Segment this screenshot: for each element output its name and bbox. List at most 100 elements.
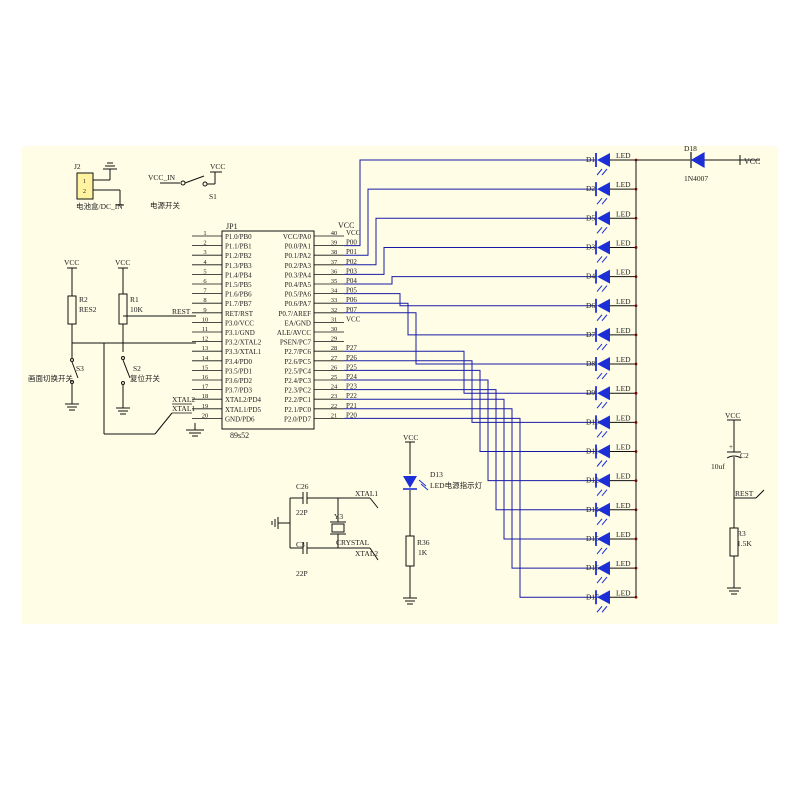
led-label: LED xyxy=(616,384,631,393)
led-label: LED xyxy=(616,559,631,568)
crystal-xtal1: XTAL1 xyxy=(355,489,378,498)
led-net-wire xyxy=(344,217,596,266)
resistor-r2-icon xyxy=(67,295,77,325)
mcu-left-pin-number: 20 xyxy=(202,412,209,419)
led-label: LED xyxy=(616,472,631,481)
led-icon xyxy=(597,327,610,342)
led-emission-arrow xyxy=(601,605,608,613)
led-label: LED xyxy=(616,268,631,277)
led-emission-arrow xyxy=(596,489,603,496)
led-net-wire xyxy=(344,360,596,423)
led-net-wire xyxy=(344,302,596,336)
led-net-wire xyxy=(344,398,596,540)
resistor-r36-icon xyxy=(405,535,415,567)
led-icon xyxy=(597,357,610,372)
led-d13-icon xyxy=(403,476,429,491)
mcu-right-pin-name: P0.0/PA1 xyxy=(285,243,312,251)
diode-d18-vcc: VCC xyxy=(744,157,760,166)
indicator-vcc: VCC xyxy=(403,433,418,442)
led-ref: D6 xyxy=(586,301,595,310)
led-ref: D14 xyxy=(586,505,599,514)
mcu-right-pin-name: PSEN/PC7 xyxy=(280,339,312,347)
mcu-right-pin-name: P2.2/PC1 xyxy=(284,396,311,404)
led-emission-arrow xyxy=(596,226,603,234)
mcu-left-pin-name: XTAL1/PD5 xyxy=(225,406,261,414)
led-ref: D17 xyxy=(586,592,599,601)
s2-ref: S2 xyxy=(133,364,141,373)
mcu-left-pin-number: 19 xyxy=(202,403,209,410)
net-xtal1-label: XTAL1 xyxy=(172,404,195,413)
mcu-net-label: P21 xyxy=(346,402,357,410)
mcu-left-pin-name: P3.3/XTAL1 xyxy=(225,348,262,356)
mcu-right-pin-number: 37 xyxy=(331,259,338,266)
led-emission-arrow xyxy=(596,547,603,555)
led-ref: D2 xyxy=(586,184,595,193)
switch-in-label: VCC_IN xyxy=(148,173,176,182)
mcu-net-label: P01 xyxy=(346,248,357,256)
led-net-wire xyxy=(344,276,596,285)
mcu-left-pin-number: 8 xyxy=(203,297,206,304)
c2-plus: + xyxy=(729,443,733,451)
mcu-net-label: P27 xyxy=(346,344,357,352)
led-label: LED xyxy=(616,530,631,539)
mcu-left-pin-number: 14 xyxy=(202,355,209,362)
mcu-right-pin-number: 22 xyxy=(331,403,338,410)
led-emission-arrow xyxy=(601,489,608,496)
mcu-right-pin-number: 28 xyxy=(331,345,338,352)
mcu-right-pin-number: 32 xyxy=(331,307,338,314)
left-circuit-wires xyxy=(65,267,196,435)
led-net-wire xyxy=(344,417,596,598)
mcu-right-pin-name: P0.7/AREF xyxy=(279,310,312,318)
mcu-right-pin-name: P0.1/PA2 xyxy=(285,252,312,260)
r1-value: 10K xyxy=(130,305,144,314)
led-icon xyxy=(597,269,610,284)
mcu-right-pin-number: 26 xyxy=(331,364,338,371)
mcu-left-pin-name: P1.0/PB0 xyxy=(225,233,252,241)
mcu-right-pin-number: 27 xyxy=(331,355,338,362)
mcu-net-label: P05 xyxy=(346,287,357,295)
mcu-ground-icon xyxy=(186,423,204,437)
mcu-net-label: VCC xyxy=(346,229,361,237)
led-ref: D10 xyxy=(586,417,599,426)
led-icon xyxy=(597,415,610,430)
led-ref: D15 xyxy=(586,534,599,543)
mcu-left-pin-name: P3.7/PD3 xyxy=(225,387,253,395)
led-emission-arrow xyxy=(601,547,608,555)
led-emission-arrow xyxy=(601,401,608,409)
led-icon xyxy=(597,298,610,313)
r2-ref: R2 xyxy=(79,295,88,304)
led-emission-arrow xyxy=(601,343,608,351)
mcu-left-pin-number: 4 xyxy=(203,259,207,266)
indicator-led-ref: D13 xyxy=(430,470,443,479)
power-jack-icon xyxy=(76,162,124,206)
led-icon xyxy=(597,502,610,517)
mcu-left-pin-number: 13 xyxy=(202,345,209,352)
led-emission-arrow xyxy=(596,576,603,584)
mcu-left-pin-name: P1.7/PB7 xyxy=(225,300,252,308)
reset-cap-value: 10uf xyxy=(711,462,725,471)
c26-value: 22P xyxy=(296,508,308,517)
crystal-xtal2: XTAL2 xyxy=(355,549,378,558)
mcu-right-pin-name: P2.1/PC0 xyxy=(284,406,311,414)
led-emission-arrow xyxy=(596,314,603,322)
jack-label: 电池盒/DC_IN xyxy=(76,201,123,211)
reset-cap-ref: C2 xyxy=(740,451,749,460)
y3-value: CRYSTAL xyxy=(336,538,370,547)
led-emission-arrow xyxy=(601,197,608,205)
mcu-left-pin-name: P3.5/PD1 xyxy=(225,367,253,375)
led-emission-arrow xyxy=(601,285,608,292)
led-label: LED xyxy=(616,355,631,364)
mcu-net-label: P26 xyxy=(346,354,357,362)
mcu-right-pin-name: EA/GND xyxy=(285,319,311,327)
s3-ref: S3 xyxy=(76,364,84,373)
indicator-r-value: 1K xyxy=(418,548,428,557)
led-ref: D3 xyxy=(586,242,595,251)
led-ref: D11 xyxy=(586,447,599,456)
mcu-left-pin-name: P1.5/PB5 xyxy=(225,281,252,289)
led-emission-arrow xyxy=(601,168,608,176)
reset-vcc: VCC xyxy=(725,411,740,420)
mcu-left-pin-number: 3 xyxy=(203,249,206,256)
led-icon xyxy=(597,211,610,226)
led-emission-arrow xyxy=(596,343,603,351)
led-net-wire xyxy=(344,369,596,452)
